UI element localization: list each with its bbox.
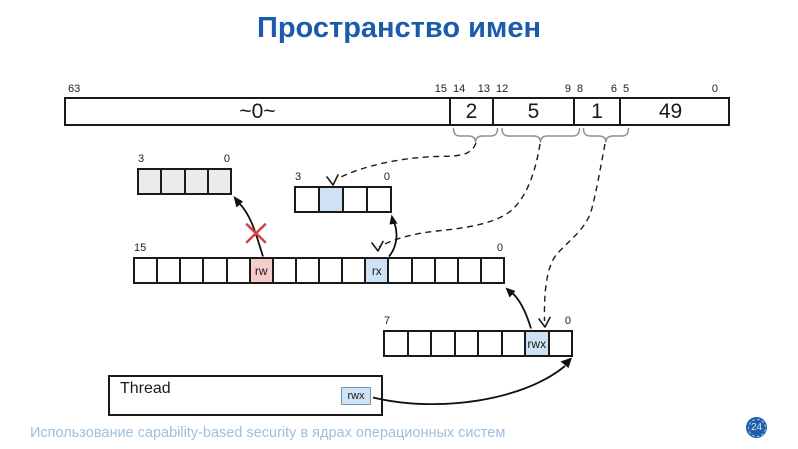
bit-low-label: 9 (564, 83, 571, 95)
bit-cell (453, 330, 479, 357)
index-table-4bit: 3 0 (294, 171, 392, 213)
v-arrowhead-idx4 (326, 174, 339, 186)
bit-cell (366, 186, 392, 213)
bit-cell (202, 257, 228, 284)
dashed-arrow-field1-to-rwx (543, 143, 606, 322)
bit-cell (430, 330, 456, 357)
arrowhead-idx4 (389, 214, 398, 225)
arrow-rx-to-idx4 (388, 219, 398, 258)
gray-table-4bit: 3 0 (137, 153, 232, 195)
arrow-rwx8-to-perm16 (510, 291, 532, 329)
field-value: 2 (465, 99, 478, 123)
bit-low-label: 0 (711, 83, 718, 95)
bit-cell (547, 330, 573, 357)
arrow-rw-to-gray4 (238, 202, 264, 257)
bit-cell (383, 330, 409, 357)
thread-rwx-badge: rwx (341, 387, 371, 405)
bit-cell (433, 257, 459, 284)
topbar-field-zeros: 63 15 ~0~ (66, 83, 451, 124)
cells-row: rw rx (133, 257, 505, 284)
solid-arrow-group (238, 202, 566, 406)
field-value: 1 (591, 99, 603, 123)
field-value: ~0~ (239, 99, 276, 123)
bit-high-label: 12 (496, 83, 509, 95)
array-low-label: 0 (564, 315, 571, 327)
bit-cell (479, 257, 505, 284)
bit-cell (410, 257, 436, 284)
bit-high-label: 14 (453, 83, 466, 95)
v-arrowhead-rwx (538, 316, 551, 328)
bit-cell (477, 330, 503, 357)
dashed-arrow-field5-to-rx (378, 143, 541, 248)
bit-cell (294, 186, 320, 213)
array-high-label: 3 (295, 171, 302, 183)
array-low-label: 0 (223, 153, 230, 165)
bit-cell (183, 168, 209, 195)
field-value: 49 (658, 99, 683, 123)
topbar-field-offset: 5 0 49 (621, 83, 720, 124)
topbar-field-l2-index: 12 9 5 (494, 83, 575, 124)
capability-word-bar: 63 15 ~0~ 14 13 2 12 9 5 8 6 1 5 0 49 (64, 83, 730, 126)
arrowhead-perm8 (560, 357, 572, 368)
cells-row: rwx (383, 330, 573, 357)
array-high-label: 7 (384, 315, 391, 327)
perm-table-8bit: 7 0 rwx (383, 315, 573, 357)
arrowhead-perm16 (505, 287, 516, 298)
array-high-label: 3 (138, 153, 145, 165)
array-low-label: 0 (383, 171, 390, 183)
bit-high-label: 5 (623, 83, 630, 95)
bit-cell (500, 330, 526, 357)
rw-cell: rw (248, 257, 274, 284)
underbrace-field-2 (452, 127, 499, 143)
cells-row (294, 186, 392, 213)
bit-cell (137, 168, 163, 195)
topbar-field-l3-index: 8 6 1 (575, 83, 621, 124)
bit-high-label: 63 (68, 83, 81, 95)
thread-label: Thread (120, 380, 171, 397)
bit-cell (225, 257, 251, 284)
bit-high-label: 8 (577, 83, 584, 95)
underbrace-field-5 (501, 127, 581, 143)
rx-cell: rx (364, 257, 390, 284)
bit-cell (387, 257, 413, 284)
cells-row (137, 168, 232, 195)
underbrace-field-1 (582, 127, 630, 143)
bit-low-label: 6 (610, 83, 617, 95)
page-number-badge: 24 (746, 417, 767, 438)
bit-cell (133, 257, 159, 284)
bit-cell (160, 168, 186, 195)
bit-cell (294, 257, 320, 284)
page-number: 24 (750, 422, 763, 433)
bit-cell (456, 257, 482, 284)
footer-text: Использование capability-based security … (30, 425, 506, 441)
bit-cell (206, 168, 232, 195)
bit-cell (318, 257, 344, 284)
topbar-field-l1-index: 14 13 2 (451, 83, 494, 124)
bit-cell (342, 186, 368, 213)
bit-cell (179, 257, 205, 284)
dashed-arrow-group (338, 142, 606, 322)
array-high-label: 15 (134, 242, 147, 254)
denied-cross-icon (245, 223, 267, 244)
array-low-label: 0 (496, 242, 503, 254)
arrowhead-gray4 (233, 196, 243, 208)
bit-cell (271, 257, 297, 284)
arrow-thread-to-perm8 (372, 365, 566, 406)
thread-box: Thread rwx (108, 375, 383, 416)
field-value: 5 (527, 99, 540, 123)
bit-cell (156, 257, 182, 284)
v-arrowhead-rx (371, 240, 384, 252)
slide-title: Пространство имен (256, 12, 542, 44)
selected-cell (318, 186, 344, 213)
bit-cell (406, 330, 432, 357)
rwx-cell: rwx (524, 330, 550, 357)
dashed-arrow-field2-to-idx4 (338, 142, 477, 179)
bit-low-label: 15 (434, 83, 447, 95)
underbrace-group (452, 127, 630, 143)
bit-low-label: 13 (477, 83, 490, 95)
perm-table-16bit: 15 0 rw rx (133, 242, 505, 284)
bit-cell (341, 257, 367, 284)
